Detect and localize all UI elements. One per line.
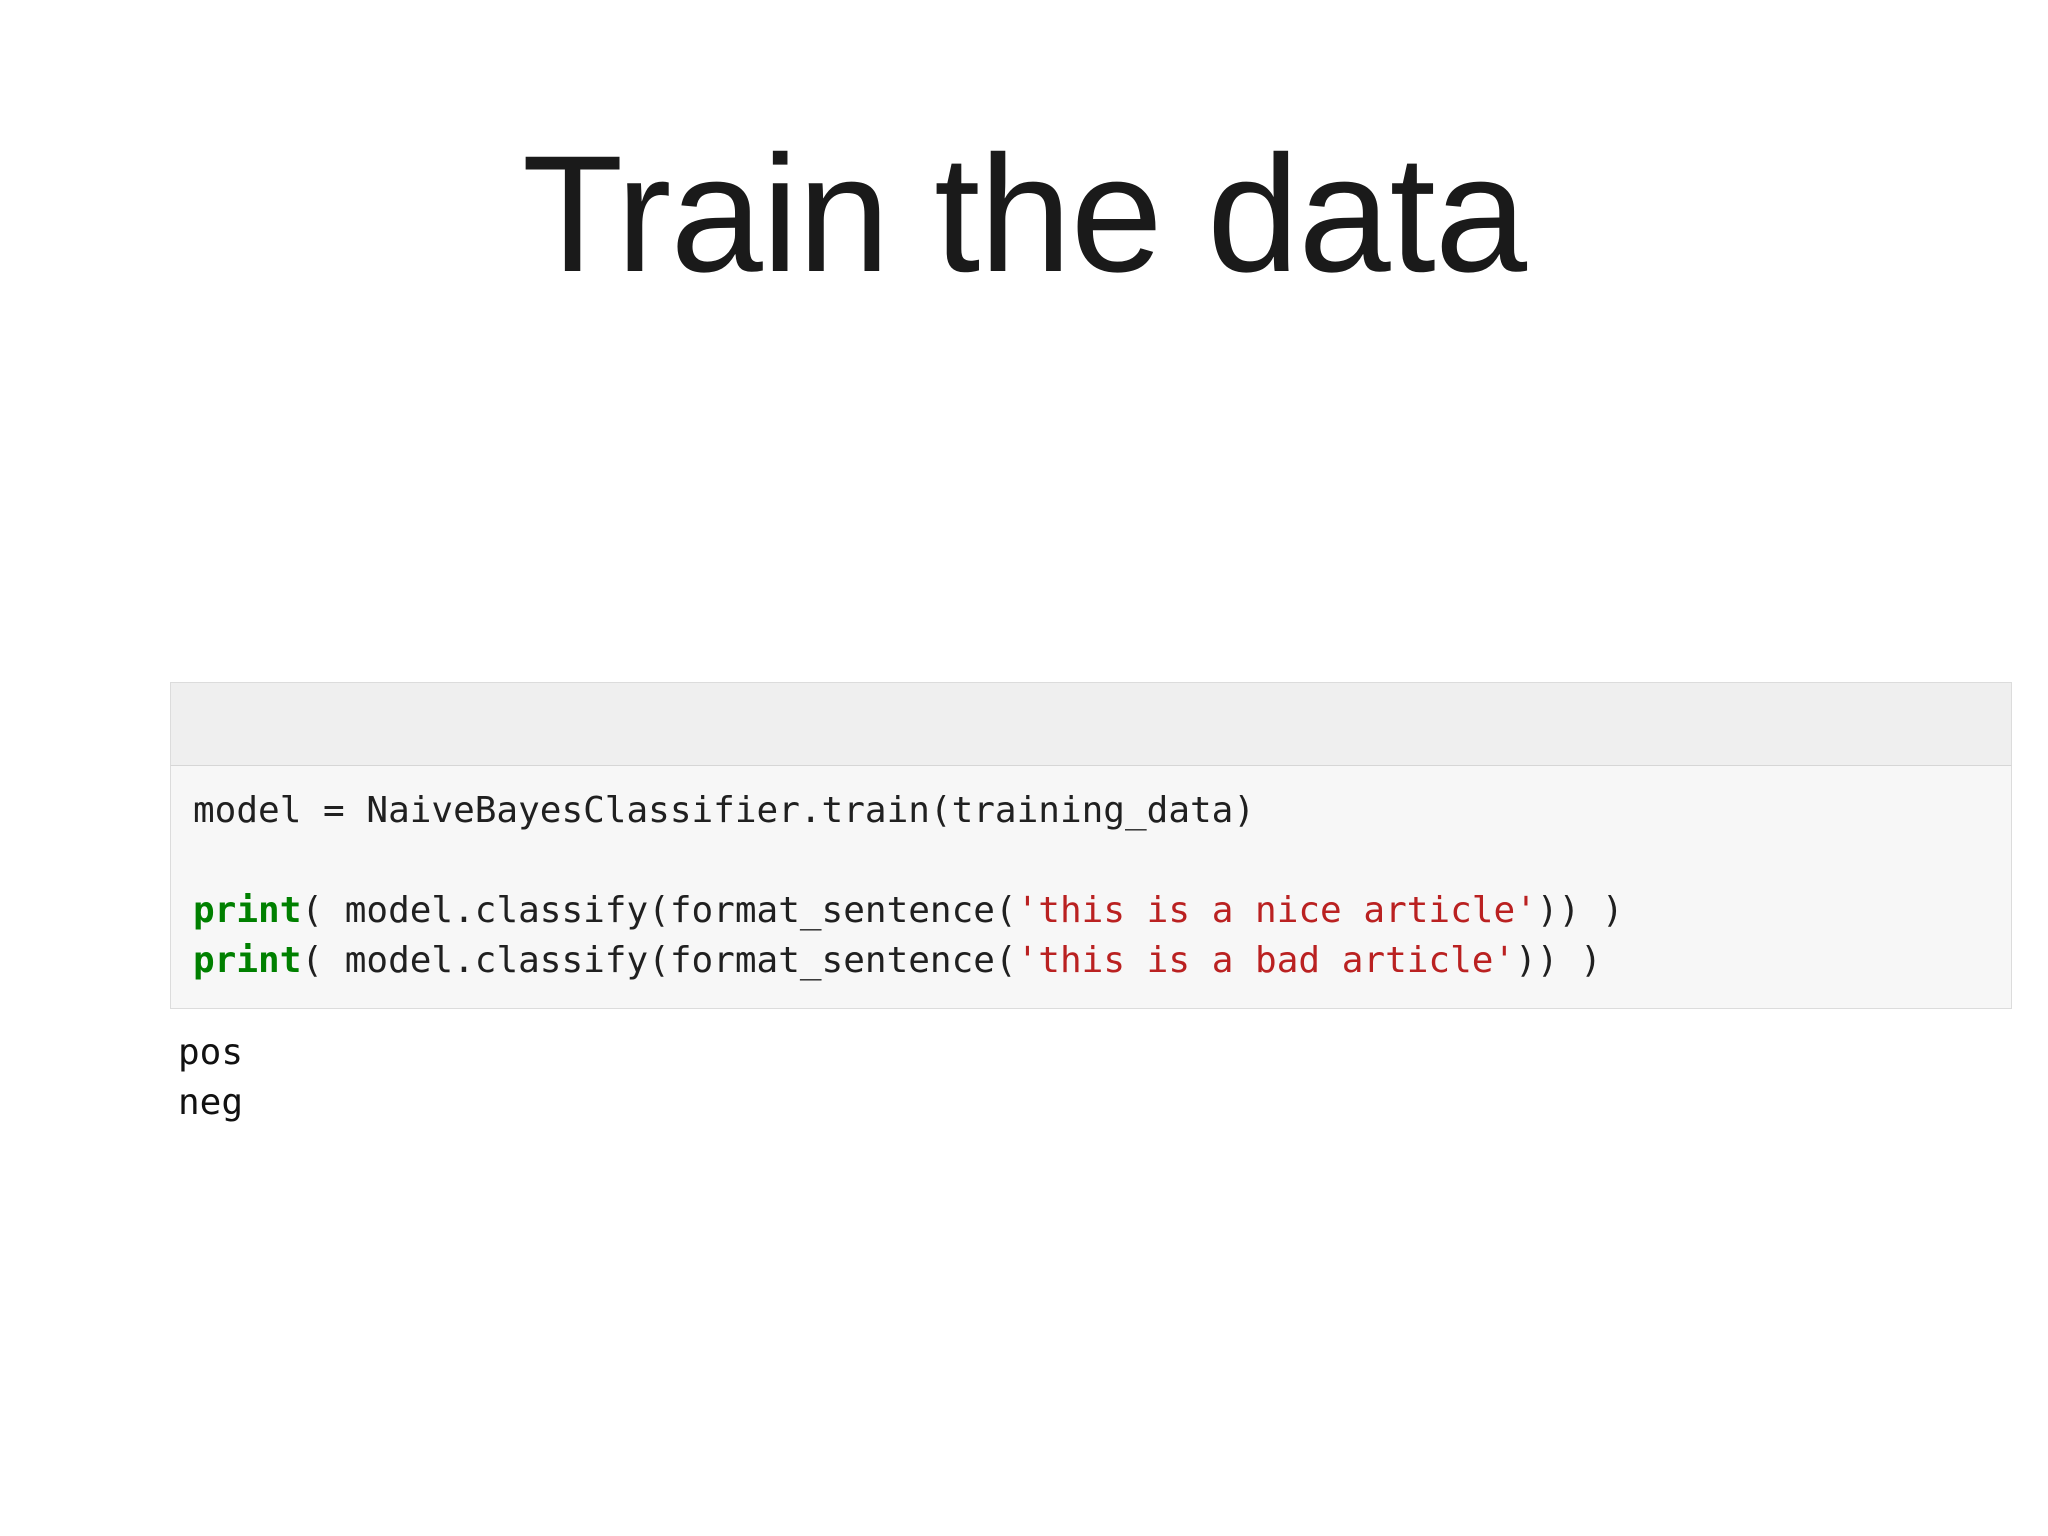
page-title: Train the data [521, 122, 1527, 307]
output-line-pos: pos [178, 1032, 244, 1073]
code-line-4: print( model.classify(format_sentence('t… [193, 936, 2011, 986]
code-token-plain: ( model.classify(format_sentence( [301, 890, 1017, 931]
code-line-1: model = NaiveBayesClassifier.train(train… [193, 786, 2011, 836]
code-token-plain: ( model.classify(format_sentence( [301, 940, 1017, 981]
code-token-plain: )) ) [1536, 890, 1624, 931]
code-cell-header [170, 682, 2012, 766]
code-token-string: 'this is a bad article' [1016, 940, 1516, 981]
code-token-keyword: print [193, 940, 302, 981]
code-token-plain: )) ) [1515, 940, 1602, 981]
code-token-plain: model = NaiveBayesClassifier.train(train… [193, 790, 1256, 831]
code-output: pos neg [178, 1028, 243, 1128]
code-line-2 [193, 836, 2011, 886]
code-token-keyword: print [193, 890, 302, 931]
code-cell: model = NaiveBayesClassifier.train(train… [170, 682, 2012, 1009]
code-token-string: 'this is a nice article' [1016, 890, 1537, 931]
output-line-neg: neg [178, 1082, 244, 1123]
code-cell-body[interactable]: model = NaiveBayesClassifier.train(train… [170, 766, 2012, 1009]
code-line-3: print( model.classify(format_sentence('t… [193, 886, 2011, 936]
